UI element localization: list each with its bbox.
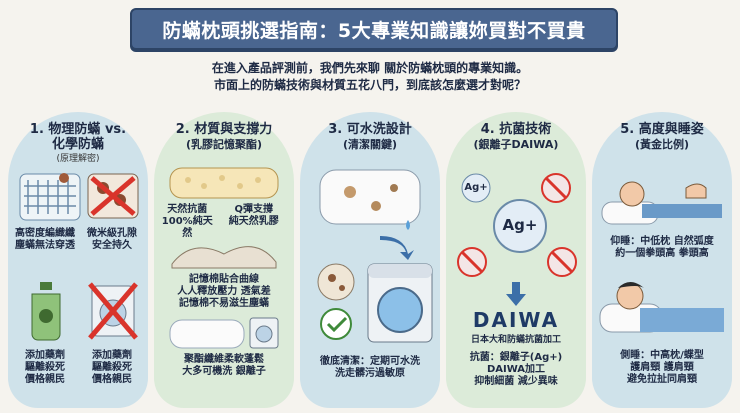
column-4-title: 4. 抗菌技術 (銀離子DAIWA) [446, 122, 586, 152]
intro-line-1: 在進入產品評測前，我們先來聊 關於防蟎枕頭的專業知識。 [211, 61, 529, 75]
column-5-caption-b: 側睡：中高枕/蝶型 護肩頸 護肩頸 避免拉扯同肩頸 [620, 350, 704, 385]
intro-line-2: 市面上的防蟎技術與材質五花八門，到底該怎麼選才對呢？ [213, 78, 526, 92]
dirty-pillow-icon [319, 169, 421, 230]
column-2-caption-row-1: 天然抗菌 100%純天然 Q彈支撐 純天然乳膠 [158, 204, 290, 240]
arrow-down-icon [506, 282, 526, 306]
column-1-caption-b: 微米級孔隙 安全持久 [87, 228, 137, 251]
column-1-subtitle: (原理解密) [56, 154, 100, 164]
column-2-title: 2. 材質與支撐力 (乳膠記憶聚酯) [154, 122, 294, 152]
column-physical-vs-chemical: 1. 物理防蟎 vs. 化學防蟎 (原理解密) 高密度編織纖 塵蟎無法穿透 微米… [8, 112, 148, 408]
column-1-title-line2: 化學防蟎 [51, 137, 104, 152]
column-5-subtitle: (黃金比例) [634, 138, 690, 151]
column-material-support: 2. 材質與支撐力 (乳膠記憶聚酯) 天然抗菌 100%純天然 Q彈支撐 純天然… [154, 112, 294, 408]
column-3-caption-a: 徹底清潔：定期可水洗 洗走髒污過敏原 [320, 356, 420, 379]
allergen-icon [317, 263, 355, 340]
column-5-caption-a: 仰睡：中低枕 自然弧度 約一個拳頭高 拳頭高 [610, 236, 714, 259]
column-1-caption-a: 高密度編織纖 塵蟎無法穿透 [15, 228, 75, 251]
column-5-title: 5. 高度與睡姿 (黃金比例) [592, 122, 732, 152]
chemical-bottle-icon [31, 282, 61, 341]
column-2-caption-a: 天然抗菌 100%純天然 [161, 204, 213, 239]
title-banner: 防蟎枕頭挑選指南：5大專業知識讓妳買對不買貴 [130, 8, 618, 50]
arrow-down-icon [380, 236, 414, 260]
column-2-caption-d: 聚酯纖維柔軟蓬鬆 大多可機洗 銀離子 [182, 354, 266, 377]
column-3-subtitle: (清潔關鍵) [342, 138, 398, 151]
column-height-posture: 5. 高度與睡姿 (黃金比例) 仰睡：中低枕 自然弧度 約一個拳頭高 拳頭高 側… [592, 112, 732, 408]
intro-text: 在進入產品評測前，我們先來聊 關於防蟎枕頭的專業知識。 市面上的防蟎技術與材質五… [0, 60, 740, 94]
washer-crossed-icon [88, 282, 138, 340]
column-washable-design: 3. 可水洗設計 (清潔關鍵) 徹底清潔：定期可水洗 洗走髒污過敏原 [300, 112, 440, 408]
back-sleeper-icon [601, 181, 722, 225]
fabric-weave-icon [19, 173, 81, 221]
column-3-title-line1: 3. 可水洗設計 [328, 122, 412, 137]
column-3-title: 3. 可水洗設計 (清潔關鍵) [300, 122, 440, 152]
silver-ion-big-label: Ag+ [502, 216, 538, 234]
column-2-title-line1: 2. 材質與支撐力 [175, 122, 273, 137]
column-1-caption-d: 添加藥劑 驅離殺死 價格親民 [92, 350, 132, 385]
column-2-caption-b: Q彈支撐 純天然乳膠 [228, 204, 279, 227]
daiwa-subtitle: 日本大和防蟎抗菌加工 [470, 335, 561, 345]
column-1-title-line1: 1. 物理防蟎 vs. [29, 122, 127, 137]
column-1-title: 1. 物理防蟎 vs. 化學防蟎 (原理解密) [8, 122, 148, 167]
side-sleeper-icon [599, 282, 724, 333]
daiwa-logo: DAIWA [472, 308, 560, 332]
latex-pillow-icon [169, 167, 279, 199]
blocked-mite-icon [87, 173, 139, 219]
column-5-title-line1: 5. 高度與睡姿 [620, 122, 704, 137]
memory-foam-pillow-icon [171, 246, 277, 269]
silver-ion-small-label: Ag+ [464, 182, 488, 193]
column-4-caption-a: 抗菌：銀離子(Ag+) DAIWA加工 抑制細菌 減少異味 [469, 352, 563, 387]
column-4-title-line1: 4. 抗菌技術 [480, 122, 552, 137]
column-2-caption-c: 記憶棉貼合曲線 人人釋放壓力 透氣差 記憶棉不易滋生塵蟎 [177, 274, 271, 309]
page-title: 防蟎枕頭挑選指南：5大專業知識讓妳買對不買貴 [162, 19, 586, 42]
silver-ion-diagram [457, 173, 577, 277]
column-4-subtitle: (銀離子DAIWA) [473, 138, 559, 151]
column-2-subtitle: (乳膠記憶聚酯) [185, 138, 263, 151]
washing-machine-icon [367, 263, 433, 343]
polyester-pillow-icon [169, 317, 279, 349]
column-1-caption-c: 添加藥劑 驅離殺死 價格親民 [25, 350, 65, 385]
column-antibacterial-tech: 4. 抗菌技術 (銀離子DAIWA) Ag+ Ag+ DAIWA 日本大和防蟎抗… [446, 112, 586, 408]
